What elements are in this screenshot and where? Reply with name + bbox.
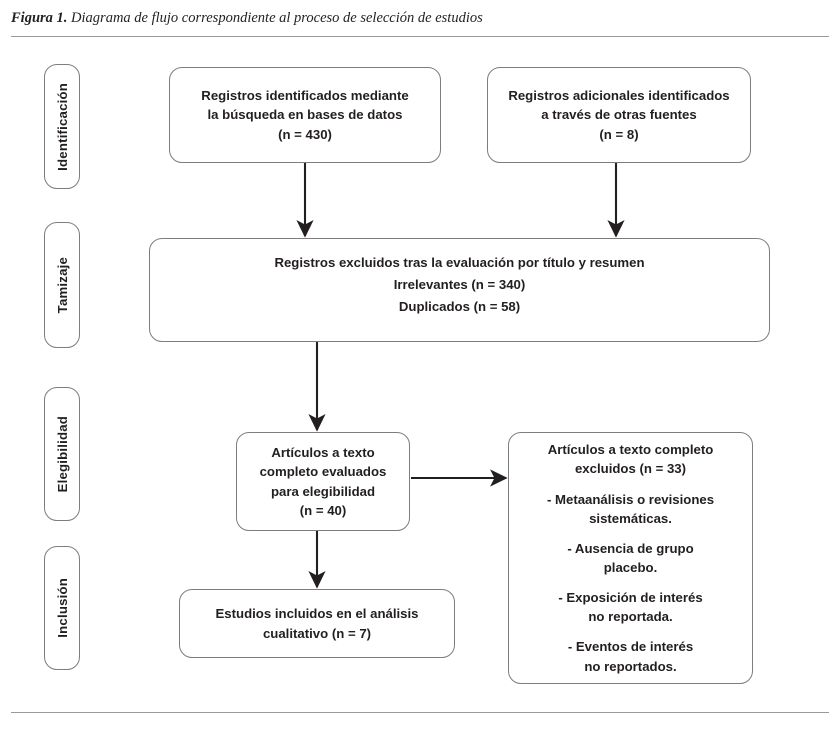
- node-line: Artículos a texto completo: [547, 442, 714, 458]
- node-line: la búsqueda en bases de datos: [207, 107, 403, 123]
- node-line: Registros excluidos tras la evaluación p…: [274, 254, 645, 270]
- figure-caption: Figura 1. Diagrama de flujo correspondie…: [11, 10, 829, 27]
- node-line: - Exposición de interés: [558, 590, 703, 606]
- exclusion-reason: - Metaanálisis o revisiones sistemáticas…: [515, 490, 746, 528]
- stage-label-identificacion: Identificación: [44, 64, 80, 189]
- node-count: (n = 40): [299, 502, 347, 518]
- node-articulos-elegibilidad: Artículos a texto completo evaluados par…: [236, 432, 410, 531]
- node-line: no reportados.: [584, 658, 677, 674]
- caption-divider-top: [11, 36, 829, 37]
- node-line: Artículos a texto: [271, 445, 375, 461]
- exclusion-reason: - Eventos de interés no reportados.: [515, 637, 746, 675]
- node-count: (n = 8): [599, 126, 639, 142]
- node-count: excluidos (n = 33): [574, 461, 687, 477]
- node-line: no reportada.: [588, 609, 673, 625]
- node-count: (n = 430): [278, 126, 332, 142]
- exclusion-reason: - Ausencia de grupo placebo.: [515, 539, 746, 577]
- node-line: a través de otras fuentes: [541, 107, 697, 123]
- stage-label-text: Tamizaje: [54, 256, 70, 314]
- stage-label-tamizaje: Tamizaje: [44, 222, 80, 348]
- stage-label-inclusion: Inclusión: [44, 546, 80, 670]
- figure-caption-text: Diagrama de flujo correspondiente al pro…: [71, 10, 483, 26]
- node-line: - Eventos de interés: [567, 639, 694, 655]
- node-line: para elegibilidad: [270, 483, 376, 499]
- node-registros-excluidos-tamizaje: Registros excluidos tras la evaluación p…: [149, 238, 770, 342]
- stage-label-text: Identificación: [54, 82, 70, 171]
- stage-label-elegibilidad: Elegibilidad: [44, 387, 80, 521]
- node-count: cualitativo (n = 7): [262, 625, 372, 641]
- node-count-duplicados: Duplicados (n = 58): [398, 299, 521, 315]
- figure-divider-bottom: [11, 712, 829, 713]
- exclusion-reason: - Exposición de interés no reportada.: [515, 588, 746, 626]
- figure-caption-label: Figura 1.: [11, 10, 68, 26]
- node-line: Registros adicionales identificados: [508, 88, 730, 104]
- node-line: Registros identificados mediante: [201, 88, 409, 104]
- node-line: sistemáticas.: [589, 510, 672, 526]
- node-count-irrelevantes: Irrelevantes (n = 340): [393, 276, 526, 292]
- node-line: placebo.: [603, 560, 658, 575]
- node-registros-adicionales: Registros adicionales identificados a tr…: [487, 67, 751, 163]
- node-articulos-excluidos: Artículos a texto completo excluidos (n …: [508, 432, 753, 684]
- node-estudios-incluidos: Estudios incluidos en el análisis cualit…: [179, 589, 455, 658]
- node-line: - Metaanálisis o revisiones: [546, 491, 715, 507]
- stage-label-text: Inclusión: [54, 578, 70, 638]
- node-line: Estudios incluidos en el análisis: [215, 606, 419, 622]
- node-registros-identificados: Registros identificados mediante la búsq…: [169, 67, 441, 163]
- stage-label-text: Elegibilidad: [54, 415, 70, 493]
- node-line: - Ausencia de grupo: [567, 540, 694, 556]
- node-line: completo evaluados: [259, 464, 387, 480]
- node-heading: Artículos a texto completo excluidos (n …: [515, 440, 746, 478]
